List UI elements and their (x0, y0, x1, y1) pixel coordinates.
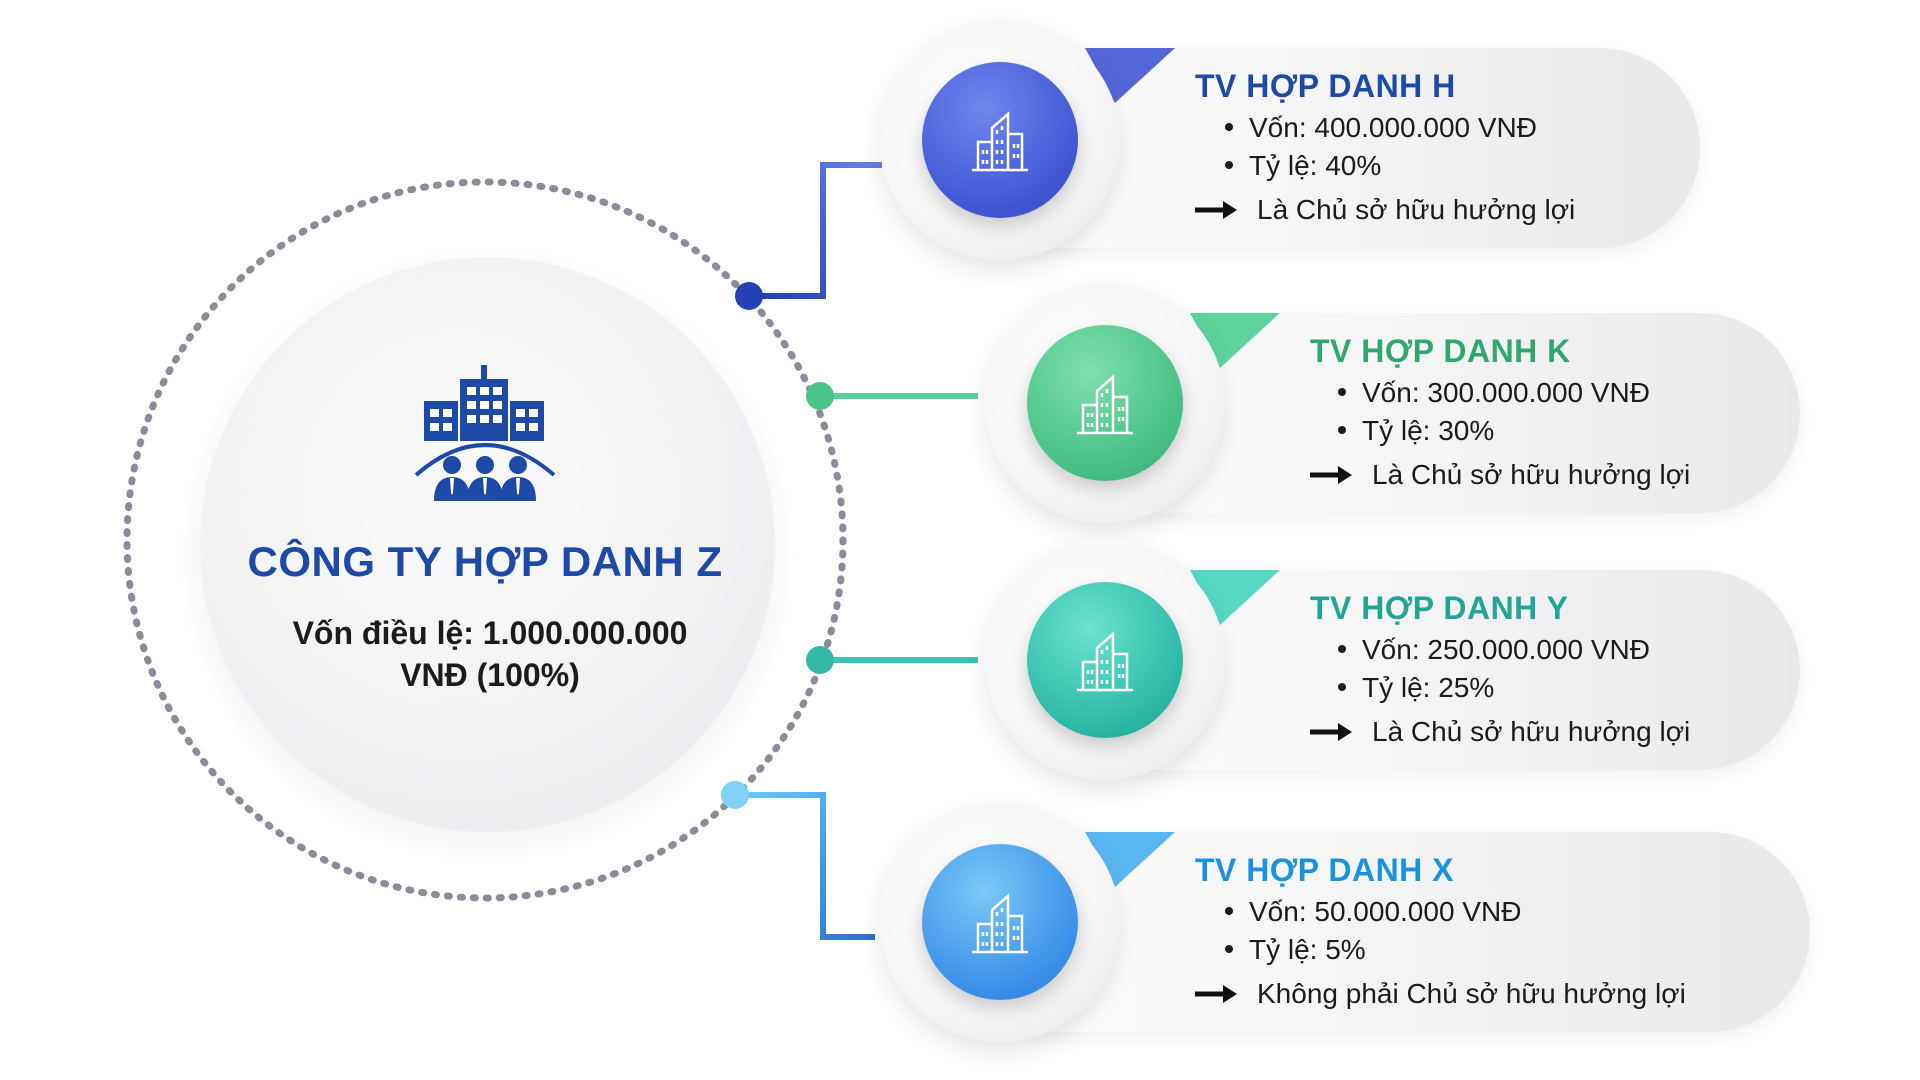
partner-capital-y: Vốn: 250.000.000 VNĐ (1338, 634, 1650, 666)
partner-ratio-y: Tỷ lệ: 25% (1338, 672, 1494, 704)
partner-ratio-k: Tỷ lệ: 30% (1338, 415, 1494, 447)
arrow-right-icon (1310, 723, 1352, 741)
partner-title-h: TV HỢP DANH H (1195, 68, 1456, 104)
company-building-people-icon (414, 365, 556, 501)
company-disc (200, 257, 775, 832)
building-icon (972, 893, 1028, 954)
partner-note-y: Là Chủ sở hữu hưởng lợi (1310, 716, 1690, 748)
company-capital-line2: VNĐ (100%) (400, 657, 580, 693)
building-icon (972, 111, 1028, 172)
partner-title-k: TV HỢP DANH K (1310, 333, 1571, 369)
connector-h (749, 162, 882, 299)
partner-node-x (880, 802, 1120, 1042)
company-dotted-ring (123, 178, 847, 902)
partner-title-y: TV HỢP DANH Y (1310, 590, 1569, 626)
partner-note-x: Không phải Chủ sở hữu hưởng lợi (1195, 978, 1686, 1010)
connector-dot-h (735, 282, 763, 310)
partner-ratio-x: Tỷ lệ: 5% (1225, 934, 1366, 966)
partner-title-x: TV HỢP DANH X (1195, 852, 1455, 888)
partner-node-inner-k (1027, 325, 1183, 481)
building-icon (1077, 374, 1133, 435)
partner-node-inner-h (922, 62, 1078, 218)
partner-node-inner-x (922, 844, 1078, 1000)
partner-node-y (985, 540, 1225, 780)
arrow-right-icon (1310, 466, 1352, 484)
partner-node-inner-y (1027, 582, 1183, 738)
connector-dot-x (721, 781, 749, 809)
partner-capital-x: Vốn: 50.000.000 VNĐ (1225, 896, 1521, 928)
connector-x (735, 792, 875, 940)
company-capital-line1: Vốn điều lệ: 1.000.000.000 (292, 615, 688, 651)
connector-dot-y (806, 646, 834, 674)
partner-capital-k: Vốn: 300.000.000 VNĐ (1338, 377, 1650, 409)
building-icon (1077, 631, 1133, 692)
partner-capital-h: Vốn: 400.000.000 VNĐ (1225, 112, 1537, 144)
partner-ratio-h: Tỷ lệ: 40% (1225, 150, 1381, 182)
connector-dot-k (806, 382, 834, 410)
company-title: CÔNG TY HỢP DANH Z (247, 538, 723, 585)
partner-node-h (880, 20, 1120, 260)
arrow-right-icon (1195, 201, 1237, 219)
company-capital: Vốn điều lệ: 1.000.000.000 VNĐ (100%) (230, 612, 750, 696)
partner-note-h: Là Chủ sở hữu hưởng lợi (1195, 194, 1575, 226)
arrow-right-icon (1195, 985, 1237, 1003)
partner-note-k: Là Chủ sở hữu hưởng lợi (1310, 459, 1690, 491)
partner-node-k (985, 283, 1225, 523)
